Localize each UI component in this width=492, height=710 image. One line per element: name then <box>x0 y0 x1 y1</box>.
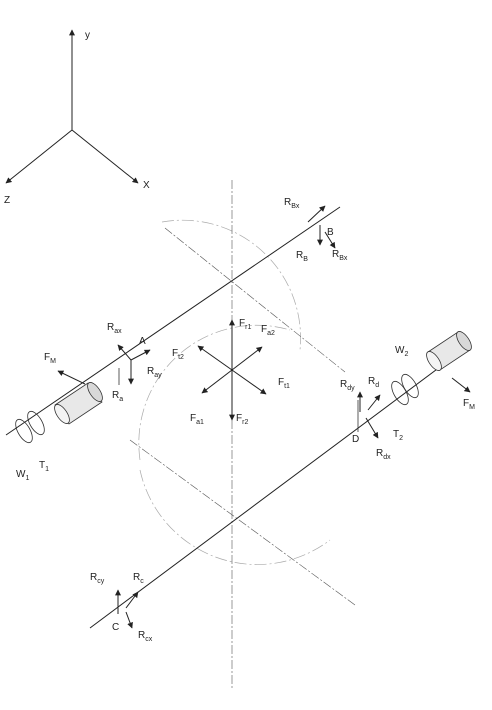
label-Fa1: Fa1 <box>190 413 204 426</box>
lower-gear-arc-b <box>139 469 331 565</box>
centerlines <box>129 180 356 690</box>
x-axis-label: X <box>143 180 150 191</box>
Fa2-arrow <box>231 346 263 371</box>
label-Ft1: Ft1 <box>278 377 290 390</box>
label-W1: W1 <box>16 469 29 482</box>
FM-left-arrow <box>57 370 86 385</box>
label-Rd: Rd <box>368 376 379 389</box>
upper-shaft-line <box>5 206 341 436</box>
label-Ra: Ra <box>112 390 123 403</box>
Rbx-bot-arrow <box>324 231 336 249</box>
lower-shaft-line <box>89 357 453 629</box>
label-FM-left: FM <box>44 352 56 365</box>
Rcx-arrow <box>125 611 133 629</box>
label-Fr2: Fr2 <box>236 413 248 426</box>
label-Fa2: Fa2 <box>261 324 275 337</box>
label-FM-right: FM <box>463 398 475 411</box>
label-Rax: Rax <box>107 322 122 335</box>
bearing-c-reactions <box>115 589 139 629</box>
lower-gear-arc-a <box>138 324 291 461</box>
label-D: D <box>352 434 359 445</box>
Rbx-top-arrow <box>307 205 326 223</box>
bearing-d-reactions <box>357 391 381 439</box>
Fa1-arrow <box>201 369 233 394</box>
label-Rbx-top: RBx <box>284 197 300 210</box>
Rdx-arrow <box>365 417 379 439</box>
gear-mesh-forces <box>197 319 267 421</box>
label-Rcy: Rcy <box>90 572 105 585</box>
upper-shaft <box>5 206 341 444</box>
label-C: C <box>112 622 119 633</box>
label-Rdy: Rdy <box>340 379 355 392</box>
upper-gear-arc <box>161 219 301 351</box>
label-B: B <box>327 227 334 238</box>
bearing-b-reactions <box>307 205 336 249</box>
z-axis-label: Z <box>4 195 10 206</box>
gear-construction-arcs <box>138 219 331 565</box>
lower-shaft <box>89 331 472 629</box>
label-T1: T1 <box>39 460 49 473</box>
torque-circle-right-2 <box>401 373 419 399</box>
Ra-arrow <box>130 349 151 361</box>
label-Rbx-bot: RBx <box>332 249 348 262</box>
upper-gear-centerline <box>164 227 346 373</box>
lower-gear-centerline <box>129 439 356 606</box>
torque-circle-left <box>15 418 33 444</box>
left-coupling <box>54 382 103 425</box>
bearing-a-reactions <box>117 344 151 385</box>
FM-right-arrow <box>451 377 471 393</box>
Rc-arrow <box>125 591 139 609</box>
label-Fr1: Fr1 <box>239 318 251 331</box>
label-Rdx: Rdx <box>376 448 391 461</box>
Rd-arrow <box>367 394 381 411</box>
Ft2-arrow <box>197 345 233 371</box>
x-axis-arrow <box>71 129 139 184</box>
label-RB: RB <box>296 250 308 263</box>
label-Ft2: Ft2 <box>172 348 184 361</box>
label-W2: W2 <box>395 345 408 358</box>
force-labels: RBx B RB RBx Rax A Ray Ra FM FM Fr1 Fa2 … <box>16 197 475 643</box>
Rax-arrow <box>117 344 132 361</box>
Ft1-arrow <box>231 369 267 395</box>
label-Rcx: Rcx <box>138 630 153 643</box>
z-axis-arrow <box>5 129 73 184</box>
torque-circle-left-2 <box>27 410 45 436</box>
label-Ray: Ray <box>147 366 162 379</box>
label-T2: T2 <box>393 429 403 442</box>
y-axis-label: y <box>85 30 90 41</box>
label-Rc: Rc <box>133 572 144 585</box>
coordinate-axes: y X Z <box>4 29 150 206</box>
right-coupling <box>426 331 472 371</box>
label-A: A <box>139 336 146 347</box>
